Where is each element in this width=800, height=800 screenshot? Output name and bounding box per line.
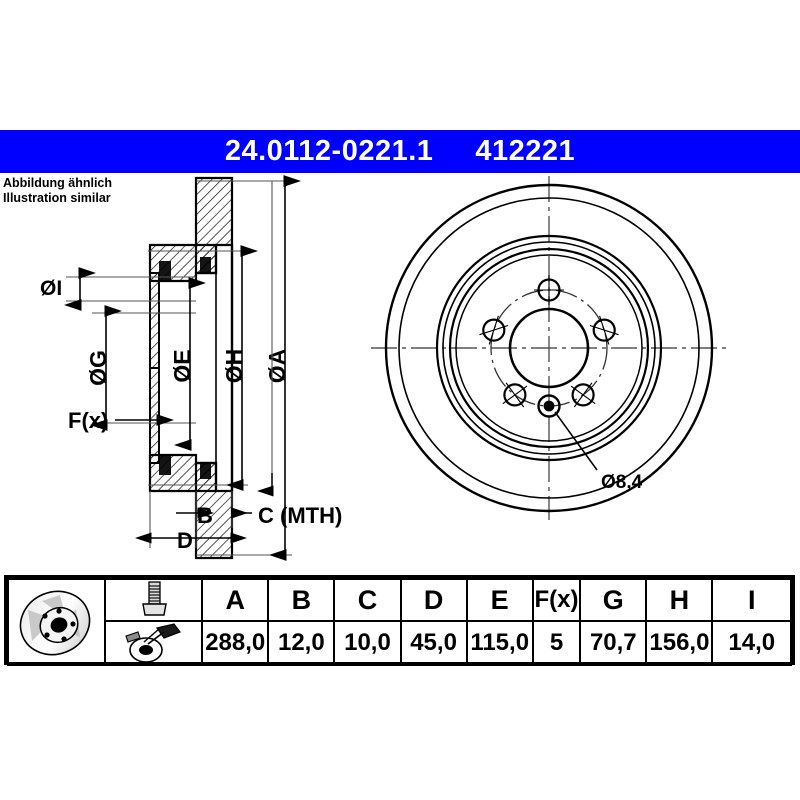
bolt-icon	[104, 578, 204, 622]
specification-table: A B C D E F(x) G H I	[4, 575, 795, 666]
leader-line-hole-diameter	[554, 411, 598, 471]
bolt-hole	[479, 315, 509, 345]
table-row-values: 288,0 12,0 10,0 45,0 115,0 5 70,7 156,0 …	[8, 620, 792, 666]
column-header-e: E	[465, 578, 534, 622]
center-bore-circle	[508, 307, 590, 389]
dimension-label-diameter-g: ØG	[85, 350, 111, 386]
face-view: Ø8,4	[371, 176, 727, 520]
illustration-note-en: Illustration similar	[3, 190, 111, 205]
bolt-holes	[479, 275, 619, 408]
hat-step-circle-2	[455, 254, 643, 442]
locating-hole	[537, 394, 561, 418]
illustration-note: Abbildung ähnlich Illustration similar	[3, 176, 112, 205]
dimension-label-diameter-h: ØH	[221, 349, 247, 384]
reference-number: 412221	[475, 135, 576, 167]
brake-disc-icon	[6, 578, 107, 666]
column-header-b: B	[267, 578, 336, 622]
value-b: 12,0	[267, 620, 336, 666]
value-e: 115,0	[465, 620, 534, 666]
table-row-headers: A B C D E F(x) G H I	[6, 578, 792, 666]
column-header-a: A	[201, 578, 270, 622]
technical-drawing: ØI ØG ØE ØH ØA F(x)	[0, 173, 800, 568]
value-fx: 5	[531, 620, 582, 666]
bolt-hole	[534, 275, 564, 305]
value-h: 156,0	[645, 620, 714, 666]
disc-outer-circle	[384, 183, 714, 513]
illustration-note-de: Abbildung ähnlich	[3, 176, 113, 190]
value-i: 14,0	[711, 620, 792, 666]
header-bar: 24.0112-0221.1 412221	[0, 130, 800, 173]
column-header-i: I	[711, 578, 792, 622]
value-a: 288,0	[201, 620, 270, 666]
bolt-hole	[502, 382, 528, 408]
dimension-label-diameter-e: ØE	[169, 349, 195, 382]
column-header-h: H	[645, 578, 714, 622]
cross-section-view: ØI ØG ØE ØH ØA F(x)	[40, 175, 342, 561]
bolt-hole	[570, 382, 596, 408]
dimension-label-c: C (MTH)	[258, 503, 342, 528]
hat-step-circle	[448, 247, 650, 449]
installation-tool-icon	[104, 620, 204, 666]
column-header-fx: F(x)	[531, 578, 582, 622]
hat-outer-circle	[442, 241, 656, 455]
dimension-label-b: B	[197, 503, 213, 528]
bolt-hole	[589, 315, 619, 345]
dimension-label-diameter-a: ØA	[264, 349, 290, 384]
column-header-g: G	[579, 578, 648, 622]
column-header-d: D	[399, 578, 468, 622]
value-d: 45,0	[399, 620, 468, 666]
dimension-label-d: D	[177, 528, 193, 553]
disc-friction-edge	[398, 197, 700, 499]
part-number: 24.0112-0221.1	[224, 135, 434, 167]
value-g: 70,7	[579, 620, 648, 666]
dimension-label-diameter-i: ØI	[40, 277, 62, 300]
value-c: 10,0	[333, 620, 402, 666]
friction-band-inner	[435, 234, 663, 462]
column-header-c: C	[333, 578, 402, 622]
dimension-label-fx: F(x)	[68, 408, 108, 433]
hole-diameter-label: Ø8,4	[601, 472, 643, 493]
